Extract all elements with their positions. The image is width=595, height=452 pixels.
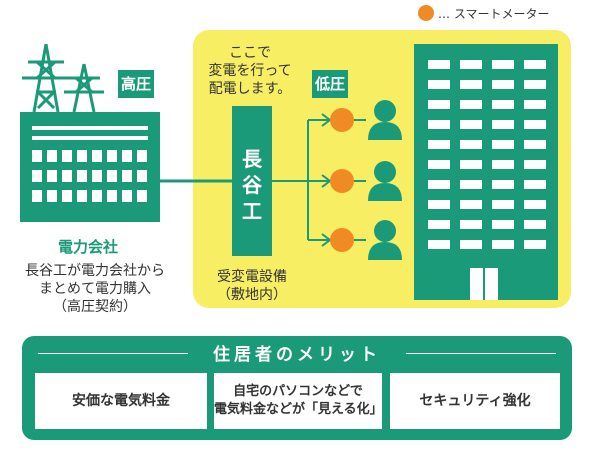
building-window <box>524 80 546 89</box>
smart-meter-icon <box>330 169 354 193</box>
title-divider-right <box>406 353 556 354</box>
building-window <box>492 200 514 209</box>
building-window <box>492 60 514 69</box>
building-window <box>524 120 546 129</box>
building-window <box>460 80 482 89</box>
benefits-panel: 住居者のメリット 安価な電気料金 自宅のパソコンなどで 電気料金などが「見える化… <box>22 336 572 440</box>
substation-box <box>232 106 272 256</box>
building-window <box>492 120 514 129</box>
building-window <box>460 200 482 209</box>
smart-meter-icon <box>330 228 354 252</box>
building-window <box>524 220 546 229</box>
power-company-label: 電力会社 <box>58 238 119 256</box>
substation-label-char: 谷 <box>242 173 262 197</box>
resident-icon <box>368 220 402 260</box>
building-window <box>460 180 482 189</box>
transform-note: ここで 変電を行って 配電します。 <box>208 45 292 97</box>
building-window <box>460 140 482 149</box>
building-window <box>428 240 450 249</box>
power-flow-diagram <box>20 43 558 300</box>
building-window <box>524 180 546 189</box>
smart-meter-icon <box>330 108 354 132</box>
building-window <box>524 160 546 169</box>
building-window <box>492 80 514 89</box>
building-window <box>492 180 514 189</box>
low-voltage-tag: 低圧 <box>312 70 348 98</box>
title-divider-left <box>38 353 188 354</box>
building-window <box>428 100 450 109</box>
benefits-title: 住居者のメリット <box>213 345 381 365</box>
substation-caption: 受変電設備 （敷地内） <box>217 269 287 303</box>
high-voltage-tag: 高圧 <box>118 70 154 98</box>
building-window <box>428 80 450 89</box>
resident-icon <box>368 100 402 140</box>
benefit-card-visualization: 自宅のパソコンなどで 電気料金などが「見える化」 <box>214 373 383 429</box>
building-window <box>460 240 482 249</box>
building-window <box>460 160 482 169</box>
building-window <box>460 220 482 229</box>
building-window <box>428 60 450 69</box>
substation-label-char: 長 <box>242 147 262 171</box>
building-window <box>428 180 450 189</box>
building-window <box>492 100 514 109</box>
power-company-building-icon <box>20 112 160 222</box>
substation-label-char: 工 <box>242 199 262 223</box>
smart-meter-legend-dot <box>418 5 434 21</box>
apartment-building-icon <box>414 44 558 300</box>
building-window <box>524 200 546 209</box>
building-window <box>428 160 450 169</box>
building-window <box>492 160 514 169</box>
transmission-tower-icon <box>22 43 70 113</box>
benefit-card-cheap-rate: 安価な電気料金 <box>35 373 207 429</box>
building-window <box>524 140 546 149</box>
substation-label: 長谷工 <box>232 146 272 224</box>
smart-meter-legend-label: … スマートメーター <box>438 7 550 21</box>
building-window <box>492 140 514 149</box>
building-window <box>460 60 482 69</box>
building-window <box>524 240 546 249</box>
company-note: 長谷工が電力会社から まとめて電力購入 （高圧契約） <box>25 263 165 315</box>
benefit-card-security: セキュリティ強化 <box>390 373 560 429</box>
building-window <box>524 100 546 109</box>
building-window <box>428 220 450 229</box>
distribution-lines <box>272 113 366 247</box>
building-window <box>428 120 450 129</box>
transmission-tower-icon <box>64 63 104 113</box>
building-window <box>428 200 450 209</box>
building-window <box>492 220 514 229</box>
building-window <box>492 240 514 249</box>
resident-icon <box>368 161 402 201</box>
building-window <box>460 120 482 129</box>
building-window <box>460 100 482 109</box>
building-window <box>428 140 450 149</box>
building-window <box>524 60 546 69</box>
